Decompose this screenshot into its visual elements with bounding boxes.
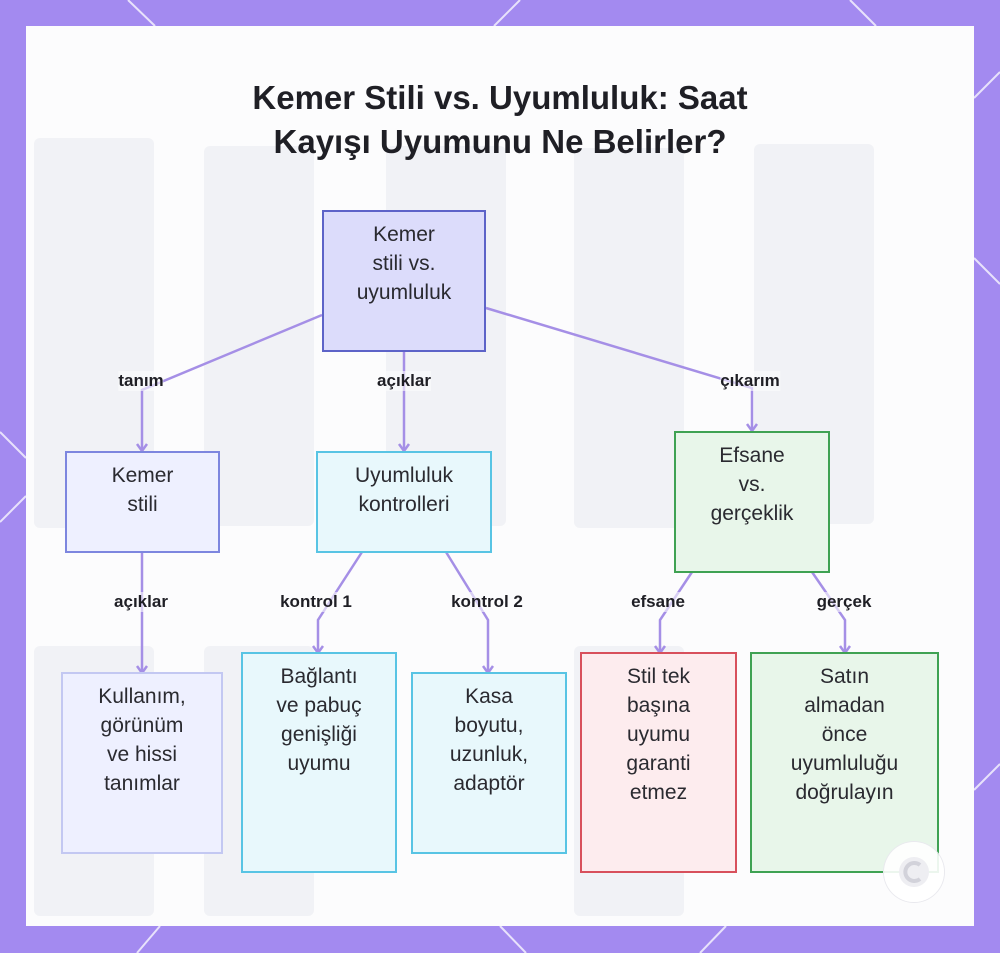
node-kemer-stili-line-2: stili	[127, 493, 158, 516]
node-baglanti: Bağlantı ve pabuç genişliği uyumu	[241, 652, 397, 873]
node-satin-line-5: doğrulayın	[795, 781, 894, 804]
node-uyumluluk-line-1: Uyumluluk	[354, 464, 454, 487]
node-baglanti-line-3: genişliği	[281, 723, 357, 746]
edge-label-efsane: efsane	[631, 592, 685, 612]
node-baglanti-line-1: Bağlantı	[280, 665, 358, 688]
edge-kontrol-2	[444, 551, 490, 672]
node-stil-tek-line-5: etmez	[629, 781, 688, 804]
node-satin-almadan: Satın almadan önce uyumluluğu doğrulayın	[750, 652, 939, 873]
brand-logo-icon	[884, 842, 944, 902]
node-root-line-1: Kemer	[373, 223, 435, 246]
edge-label-kontrol-2: kontrol 2	[451, 592, 523, 612]
node-kemer-stili-line-1: Kemer	[111, 464, 174, 487]
node-kullanim-line-1: Kullanım,	[98, 685, 186, 708]
title-line-2: Kayışı Uyumunu Ne Belirler?	[273, 123, 727, 160]
node-efsane-gerceklik: Efsane vs. gerçeklik	[674, 431, 830, 573]
node-satin-line-1: Satın	[819, 665, 870, 688]
edge-label-aciklar-2: açıklar	[114, 592, 168, 612]
edge-label-gercek: gerçek	[816, 592, 872, 612]
edge-label-kontrol-1: kontrol 1	[280, 592, 352, 612]
node-efsane-line-1: Efsane	[719, 444, 785, 467]
node-kasa: Kasa boyutu, uzunluk, adaptör	[411, 672, 567, 854]
edge-cikarim	[485, 306, 754, 430]
node-stil-tek-line-3: uyumu	[626, 723, 691, 746]
edge-label-cikarim: çıkarım	[720, 371, 780, 391]
node-uyumluluk-kontrolleri: Uyumluluk kontrolleri	[316, 451, 492, 553]
node-baglanti-line-2: ve pabuç	[276, 694, 362, 717]
node-kullanim-line-2: görünüm	[100, 714, 184, 737]
node-root: Kemer stili vs. uyumluluk	[322, 210, 486, 352]
node-stil-tek-line-2: başına	[626, 694, 691, 717]
node-stil-tek-line-1: Stil tek	[626, 665, 691, 688]
node-efsane-line-2: vs.	[738, 473, 766, 496]
node-efsane-line-3: gerçeklik	[710, 502, 794, 525]
node-kullanim-line-3: ve hissi	[106, 743, 178, 766]
node-root-line-3: uyumluluk	[356, 281, 452, 304]
edge-tanim	[140, 313, 323, 450]
node-kemer-stili: Kemer stili	[65, 451, 220, 553]
node-satin-line-4: uyumluluğu	[790, 752, 899, 775]
node-kasa-line-4: adaptör	[453, 772, 525, 795]
edge-kontrol-1	[316, 551, 364, 652]
node-kasa-line-2: boyutu,	[454, 714, 524, 737]
edge-label-aciklar-1: açıklar	[377, 371, 431, 391]
node-satin-line-2: almadan	[804, 694, 885, 717]
node-baglanti-line-4: uyumu	[287, 752, 351, 775]
edge-efsane	[658, 571, 694, 652]
edge-gercek	[810, 571, 847, 652]
edge-label-tanim: tanım	[118, 371, 164, 391]
node-kasa-line-1: Kasa	[465, 685, 513, 708]
node-stil-tek: Stil tek başına uyumu garanti etmez	[580, 652, 737, 873]
node-kasa-line-3: uzunluk,	[449, 743, 529, 766]
title-line-1: Kemer Stili vs. Uyumluluk: Saat	[252, 79, 748, 116]
node-kullanim: Kullanım, görünüm ve hissi tanımlar	[61, 672, 223, 854]
node-satin-line-3: önce	[821, 723, 868, 746]
node-root-line-2: stili vs.	[372, 252, 436, 275]
node-kullanim-line-4: tanımlar	[104, 772, 180, 795]
diagram-title: Kemer Stili vs. Uyumluluk: Saat Kayışı U…	[0, 76, 1000, 164]
node-stil-tek-line-4: garanti	[626, 752, 691, 775]
node-uyumluluk-line-2: kontrolleri	[358, 493, 450, 516]
